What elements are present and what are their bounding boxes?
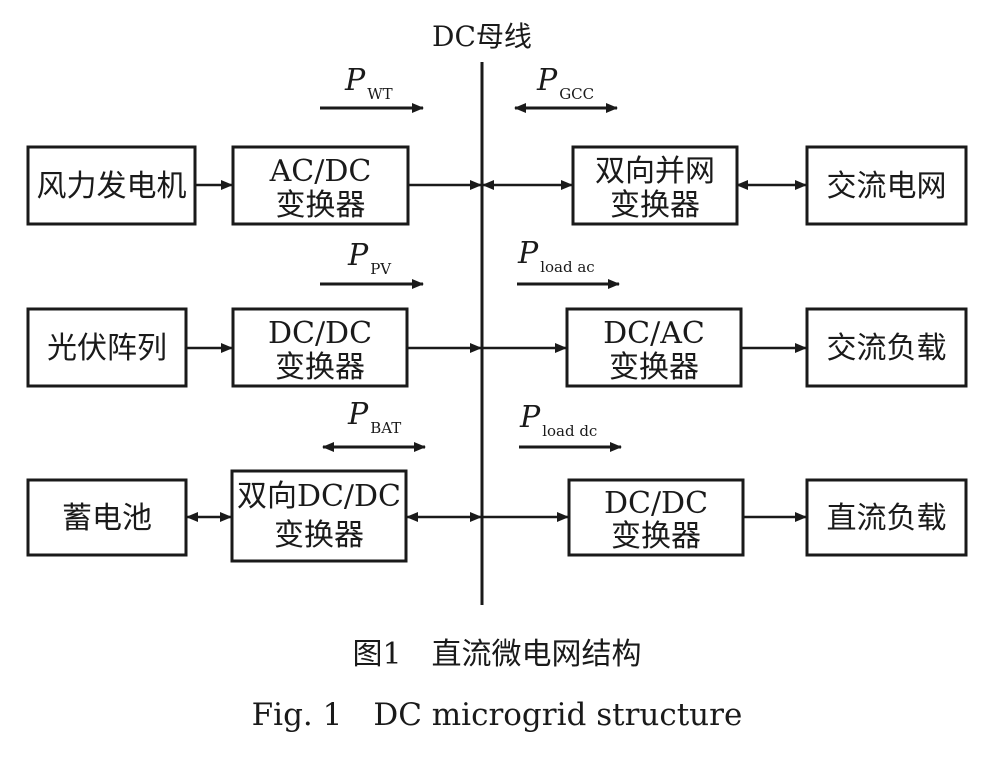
svg-text:直流负载: 直流负载 <box>827 501 947 536</box>
svg-text:变换器: 变换器 <box>274 518 364 553</box>
block-grid-converter: 双向并网 变换器 <box>571 145 739 226</box>
caption-english: Fig. 1 DC microgrid structure <box>252 697 743 733</box>
svg-text:交流负载: 交流负载 <box>827 331 947 366</box>
svg-text:双向并网: 双向并网 <box>595 154 715 189</box>
svg-text:变换器: 变换器 <box>276 188 366 223</box>
bus-label: DC母线 <box>432 20 532 53</box>
svg-text:DC/AC: DC/AC <box>603 316 705 351</box>
svg-text:变换器: 变换器 <box>611 519 701 554</box>
svg-text:蓄电池: 蓄电池 <box>62 501 152 536</box>
svg-text:PWT: PWT <box>344 63 393 103</box>
svg-text:变换器: 变换器 <box>275 350 365 385</box>
svg-text:双向DC/DC: 双向DC/DC <box>237 479 401 514</box>
svg-text:光伏阵列: 光伏阵列 <box>47 331 167 366</box>
block-ac-grid: 交流电网 <box>805 145 968 226</box>
svg-text:DC/DC: DC/DC <box>604 486 708 521</box>
svg-text:风力发电机: 风力发电机 <box>37 169 187 204</box>
block-ac-load: 交流负载 <box>805 307 968 388</box>
block-pv-dc-dc-converter: DC/DC 变换器 <box>231 307 409 388</box>
block-pv-array: 光伏阵列 <box>26 307 188 388</box>
block-battery: 蓄电池 <box>26 478 188 557</box>
block-dc-ac-converter: DC/AC 变换器 <box>565 307 743 388</box>
svg-text:AC/DC: AC/DC <box>269 154 372 189</box>
block-load-dc-dc-converter: DC/DC 变换器 <box>567 478 745 557</box>
caption-chinese: 图1 直流微电网结构 <box>352 637 641 672</box>
svg-text:PPV: PPV <box>347 238 392 278</box>
svg-text:变换器: 变换器 <box>610 188 700 223</box>
svg-text:DC/DC: DC/DC <box>268 316 372 351</box>
block-bidirectional-dc-dc-converter: 双向DC/DC 变换器 <box>230 469 408 563</box>
block-dc-load: 直流负载 <box>805 478 968 557</box>
block-ac-dc-converter: AC/DC 变换器 <box>231 145 410 226</box>
svg-text:交流电网: 交流电网 <box>827 169 947 204</box>
block-wind-generator: 风力发电机 <box>26 145 197 226</box>
svg-text:变换器: 变换器 <box>609 350 699 385</box>
